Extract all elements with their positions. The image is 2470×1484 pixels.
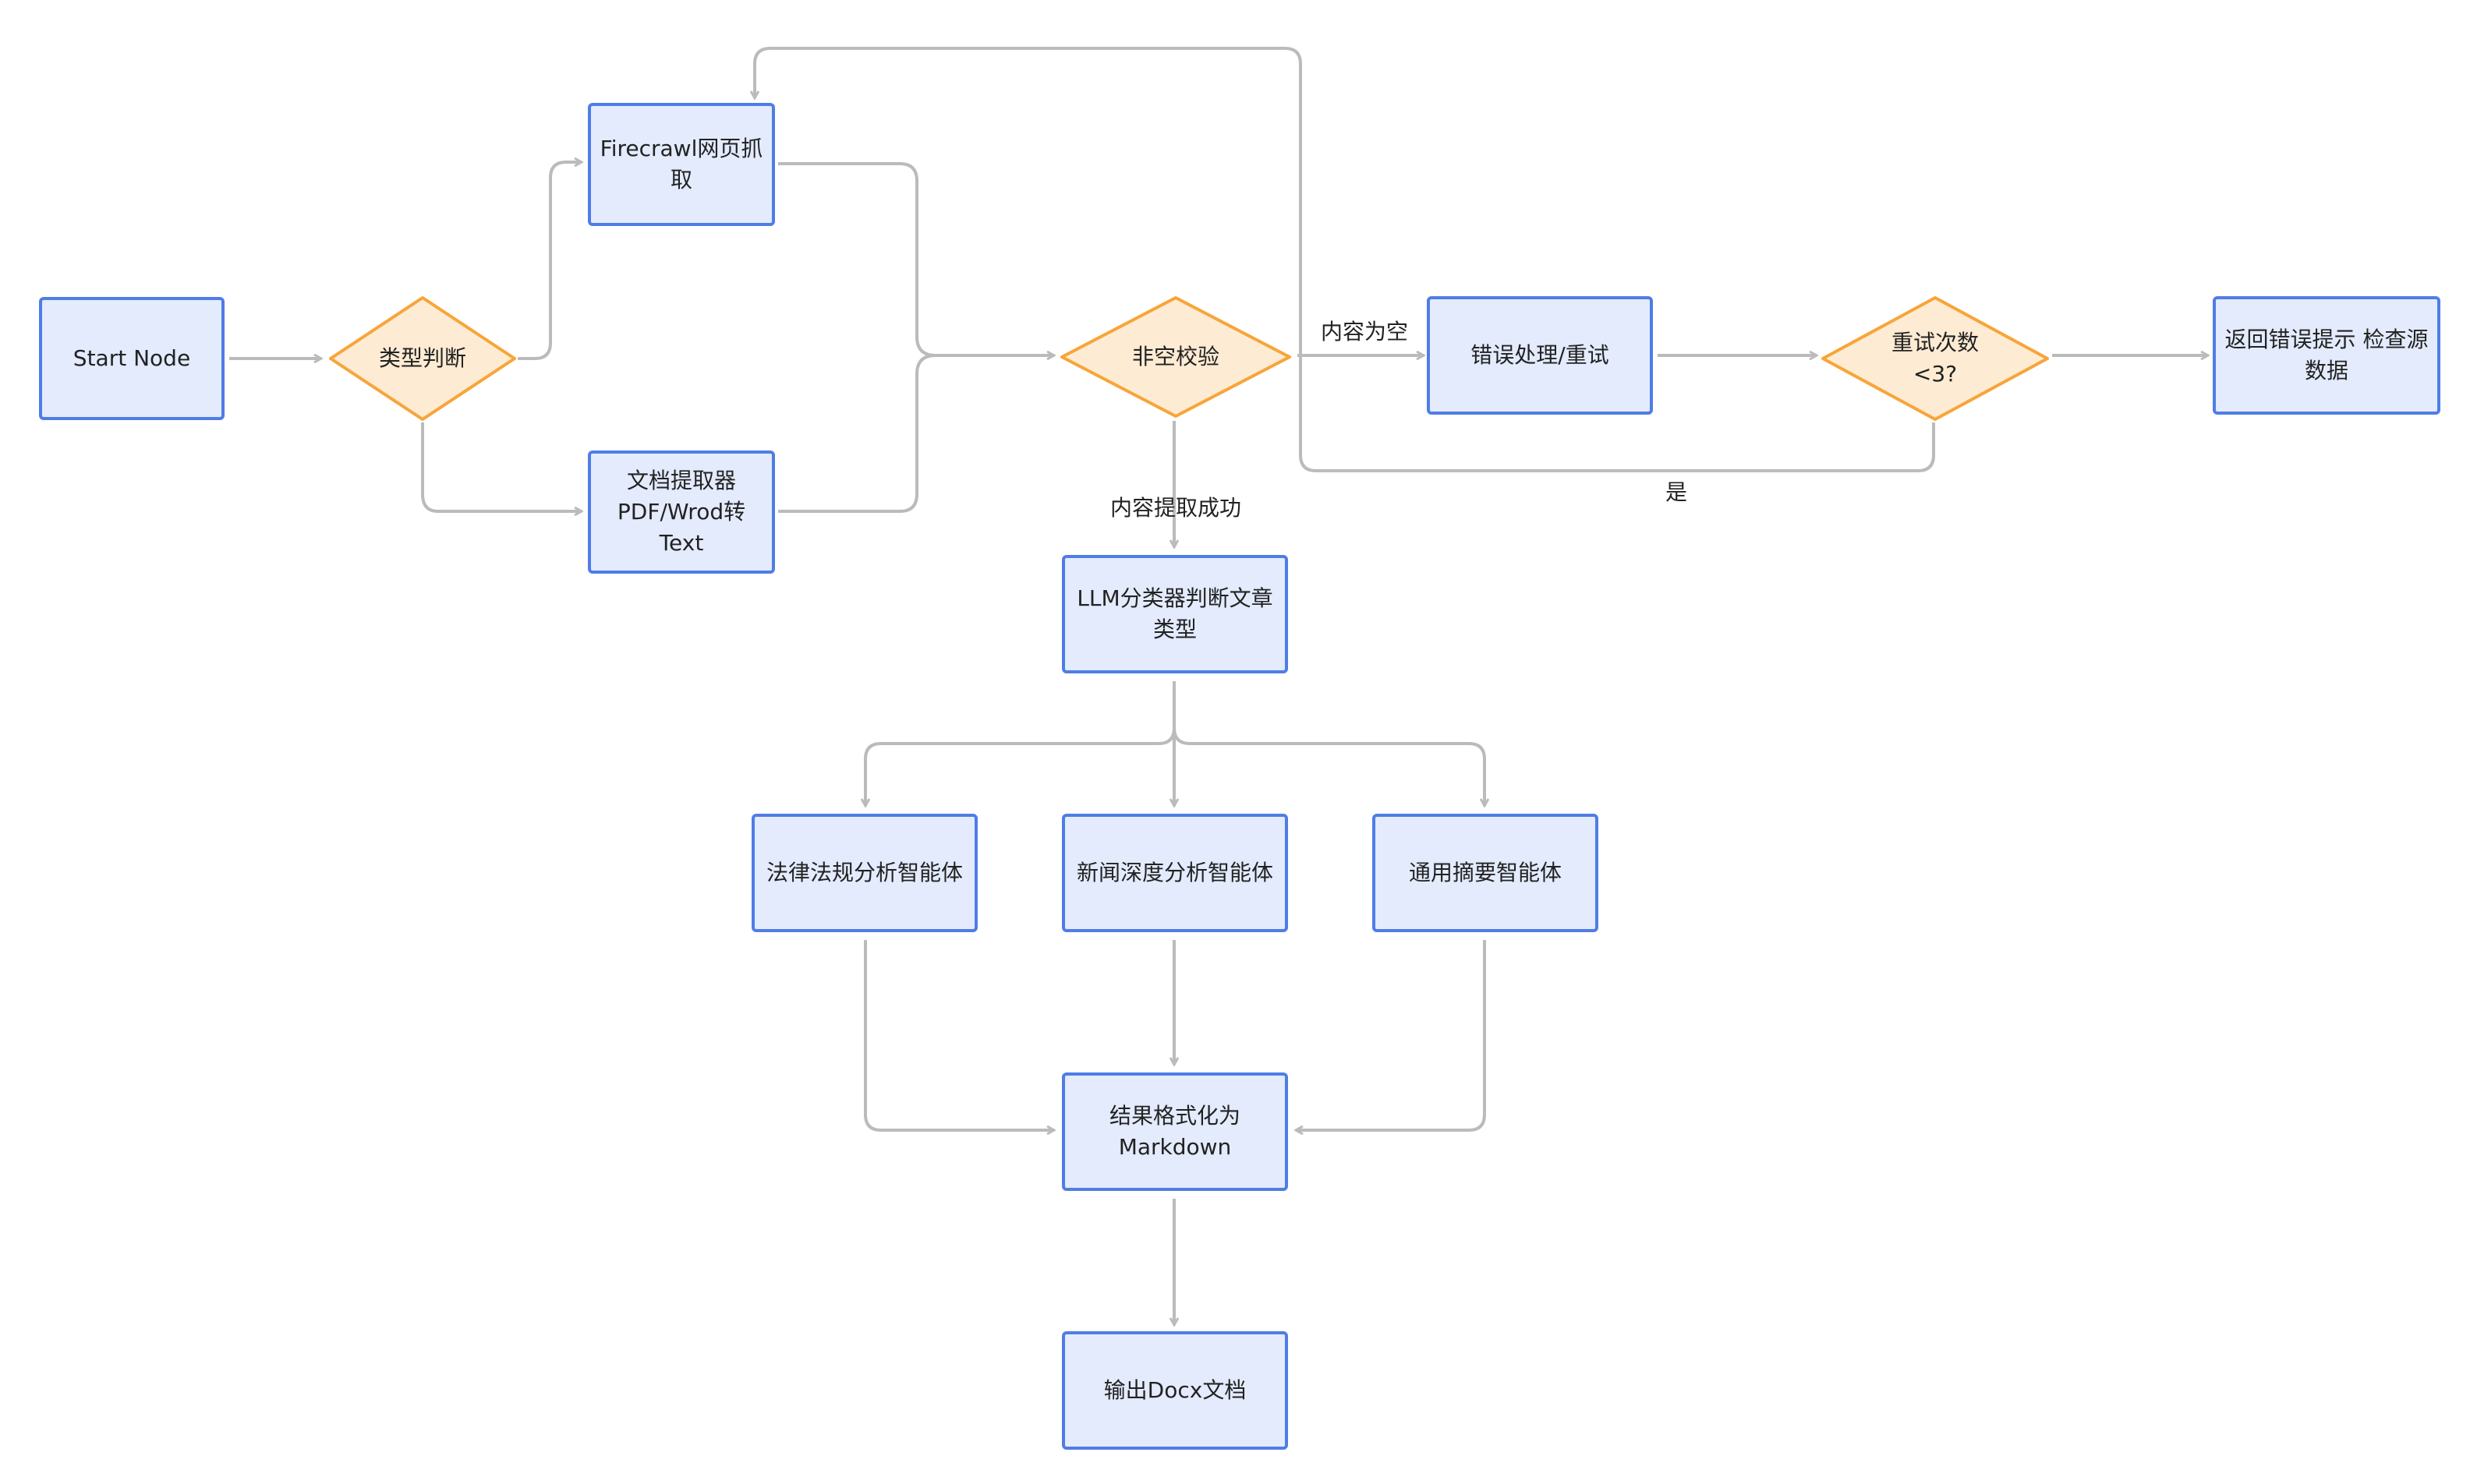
- text-line: 通用摘要智能体: [1408, 860, 1562, 885]
- edge-llm-to-legal: [865, 681, 1176, 806]
- text-line: 错误处理/重试: [1470, 342, 1609, 368]
- node-error-retry-text: 错误处理/重试: [1470, 340, 1608, 371]
- edge-type-to-doc: [421, 422, 582, 511]
- diamond-shape: [329, 296, 516, 421]
- edge-doc-to-check: [778, 354, 936, 513]
- text-line: Markdown: [1118, 1134, 1232, 1160]
- text-line: 输出Docx文档: [1103, 1377, 1247, 1403]
- node-news-agent-text: 新闻深度分析智能体: [1077, 857, 1273, 889]
- node-doc-extract-text: 文档提取器 PDF/Wrod转Text: [599, 465, 764, 559]
- text-line: 返回错误提示 检查源: [2224, 327, 2429, 352]
- edge-label-yes: 是: [1665, 479, 1688, 505]
- edge-label-empty: 内容为空: [1321, 319, 1409, 344]
- text-line: 文档提取器: [626, 468, 736, 493]
- node-output-docx[interactable]: 输出Docx文档: [1062, 1331, 1288, 1450]
- text-line: 类型判断: [378, 345, 466, 371]
- text-line: 法律法规分析智能体: [766, 860, 963, 885]
- diamond-shape: [1060, 296, 1291, 418]
- edge-label-success: 内容提取成功: [1110, 495, 1242, 521]
- text-line: <3?: [1913, 361, 1958, 387]
- node-general-agent-text: 通用摘要智能体: [1409, 857, 1562, 889]
- text-line: LLM分类器判断文章: [1077, 585, 1273, 611]
- edge-legal-to-format: [864, 940, 1054, 1130]
- node-retry-count[interactable]: 重试次数 <3?: [1820, 295, 2051, 422]
- node-return-error[interactable]: 返回错误提示 检查源数据: [2213, 296, 2440, 415]
- text-line: 结果格式化为: [1109, 1103, 1240, 1129]
- text-line: PDF/Wrod转Text: [617, 499, 746, 556]
- node-firecrawl[interactable]: Firecrawl网页抓取: [588, 103, 775, 226]
- edge-general-to-format: [1296, 940, 1486, 1130]
- node-return-error-text: 返回错误提示 检查源数据: [2225, 324, 2429, 387]
- node-start[interactable]: Start Node: [39, 297, 225, 420]
- node-doc-extract[interactable]: 文档提取器 PDF/Wrod转Text: [588, 450, 775, 574]
- text-line: Firecrawl网页抓: [600, 136, 763, 161]
- node-nonempty-check-text: 非空校验: [1059, 295, 1293, 419]
- node-llm-classifier-text: LLM分类器判断文章类型: [1077, 583, 1272, 645]
- node-start-text: Start Node: [73, 343, 190, 374]
- node-general-agent[interactable]: 通用摘要智能体: [1372, 814, 1598, 932]
- node-legal-agent[interactable]: 法律法规分析智能体: [752, 814, 978, 932]
- node-nonempty-check[interactable]: 非空校验: [1059, 295, 1293, 419]
- text-line: 重试次数: [1891, 330, 1979, 355]
- node-type-judge[interactable]: 类型判断: [327, 295, 518, 422]
- node-news-agent[interactable]: 新闻深度分析智能体: [1062, 814, 1288, 932]
- node-llm-classifier[interactable]: LLM分类器判断文章类型: [1062, 555, 1288, 673]
- node-output-docx-text: 输出Docx文档: [1104, 1375, 1247, 1406]
- text-line: 非空校验: [1131, 344, 1219, 369]
- text-line: 类型: [1152, 617, 1197, 642]
- text-line: Start Node: [73, 345, 191, 371]
- node-firecrawl-text: Firecrawl网页抓取: [600, 133, 763, 196]
- edge-firecrawl-to-check: [778, 162, 1054, 355]
- text-line: 新闻深度分析智能体: [1076, 860, 1273, 885]
- node-retry-count-text: 重试次数 <3?: [1820, 295, 2051, 422]
- text-line: 数据: [2304, 358, 2348, 383]
- node-format-md-text: 结果格式化为 Markdown: [1109, 1101, 1240, 1163]
- edge-retry-yes-loop: [755, 47, 1935, 472]
- node-format-md[interactable]: 结果格式化为 Markdown: [1062, 1072, 1288, 1191]
- node-type-judge-text: 类型判断: [327, 295, 518, 422]
- edge-llm-to-general: [1173, 727, 1484, 806]
- node-legal-agent-text: 法律法规分析智能体: [766, 857, 963, 889]
- edge-type-to-firecrawl: [518, 162, 582, 360]
- diamond-shape: [1821, 296, 2049, 421]
- node-error-retry[interactable]: 错误处理/重试: [1427, 296, 1653, 415]
- text-line: 取: [670, 167, 692, 193]
